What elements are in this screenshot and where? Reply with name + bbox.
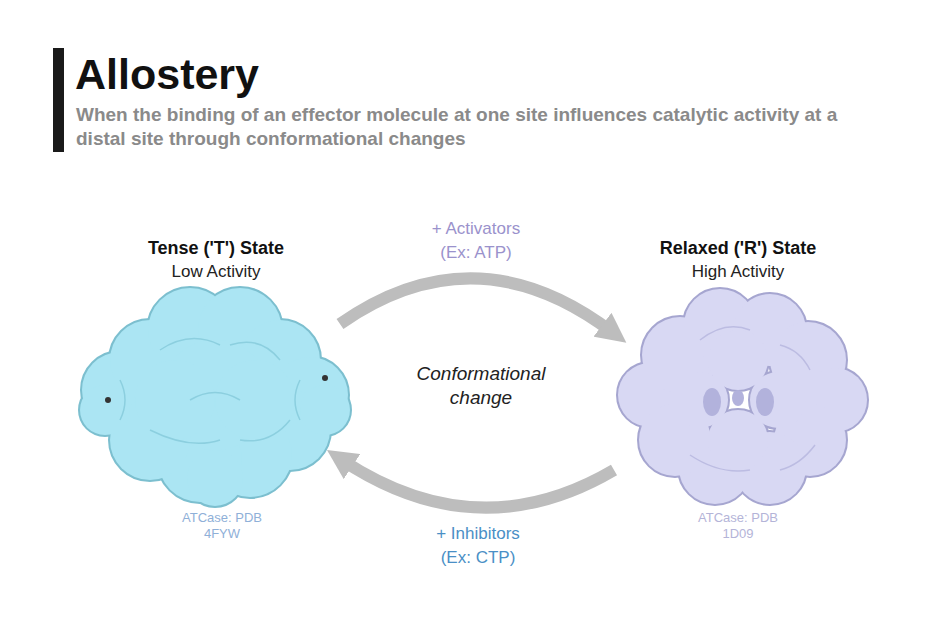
pdb-label: ATCase: PDB 4FYW xyxy=(182,510,262,542)
title: Allostery xyxy=(75,48,259,100)
state-heading: Relaxed ('R') State xyxy=(614,236,862,260)
transition-arrow xyxy=(340,278,612,332)
state-node: Relaxed ('R') StateHigh Activity xyxy=(614,236,862,500)
state-heading: Tense ('T') State xyxy=(92,236,340,260)
transition-arrow xyxy=(342,460,614,508)
effector-label: + Activators (Ex: ATP) xyxy=(417,217,535,265)
state-activity: Low Activity xyxy=(92,260,340,284)
state-activity: High Activity xyxy=(614,260,862,284)
state-node: Tense ('T') StateLow Activity xyxy=(92,236,340,500)
subtitle: When the binding of an effector molecule… xyxy=(76,103,876,151)
r-state-protein xyxy=(618,289,867,504)
t-state-protein xyxy=(80,288,350,506)
effector-label: + Inhibitors (Ex: CTP) xyxy=(419,522,537,570)
pdb-label: ATCase: PDB 1D09 xyxy=(698,510,778,542)
center-label: Conformational change xyxy=(396,362,566,410)
title-bar xyxy=(53,48,64,152)
